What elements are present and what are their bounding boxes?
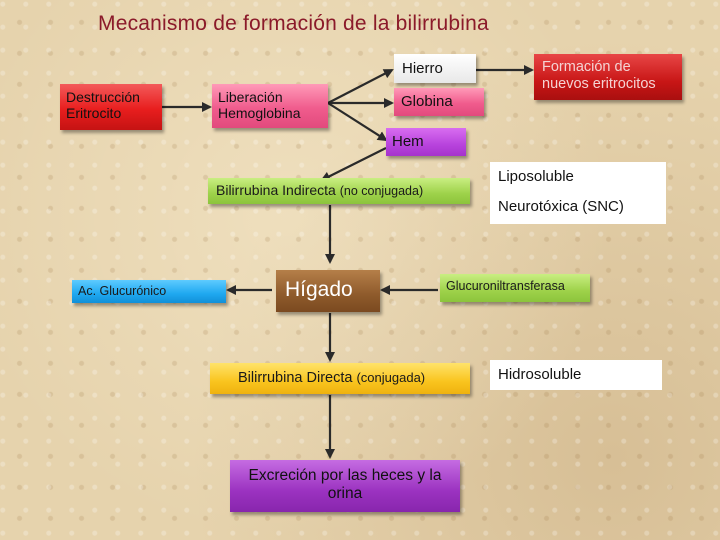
box-higado: Hígado xyxy=(276,270,380,312)
arrow-liberacion-hem xyxy=(327,102,388,142)
box-bilirrubina-indirecta: Bilirrubina Indirecta (no conjugada) xyxy=(208,178,470,204)
arrow-hem-bilirrubina-indirecta xyxy=(320,147,387,181)
box-destruccion-eritrocito: Destrucción Eritrocito xyxy=(60,84,162,130)
box-hem: Hem xyxy=(386,128,466,156)
page-title: Mecanismo de formación de la bilirrubina xyxy=(98,12,489,35)
box-hidrosoluble: Hidrosoluble xyxy=(490,360,662,390)
box-ac-glucuronico: Ac. Glucurónico xyxy=(72,280,226,303)
box-bilirrubina-directa: Bilirrubina Directa (conjugada) xyxy=(210,363,470,394)
box-liposoluble-neurotoxica: Liposoluble Neurotóxica (SNC) xyxy=(490,162,666,224)
box-formacion-eritrocitos: Formación de nuevos eritrocitos xyxy=(534,54,682,100)
box-glucuroniltransferasa: Glucuroniltransferasa xyxy=(440,274,590,302)
box-hierro: Hierro xyxy=(394,54,476,83)
box-excrecion: Excreción por las heces y la orina xyxy=(230,460,460,512)
box-liberacion-hemoglobina: Liberación Hemoglobina xyxy=(212,84,328,128)
arrow-liberacion-hierro xyxy=(327,69,394,104)
box-globina: Globina xyxy=(394,88,484,116)
